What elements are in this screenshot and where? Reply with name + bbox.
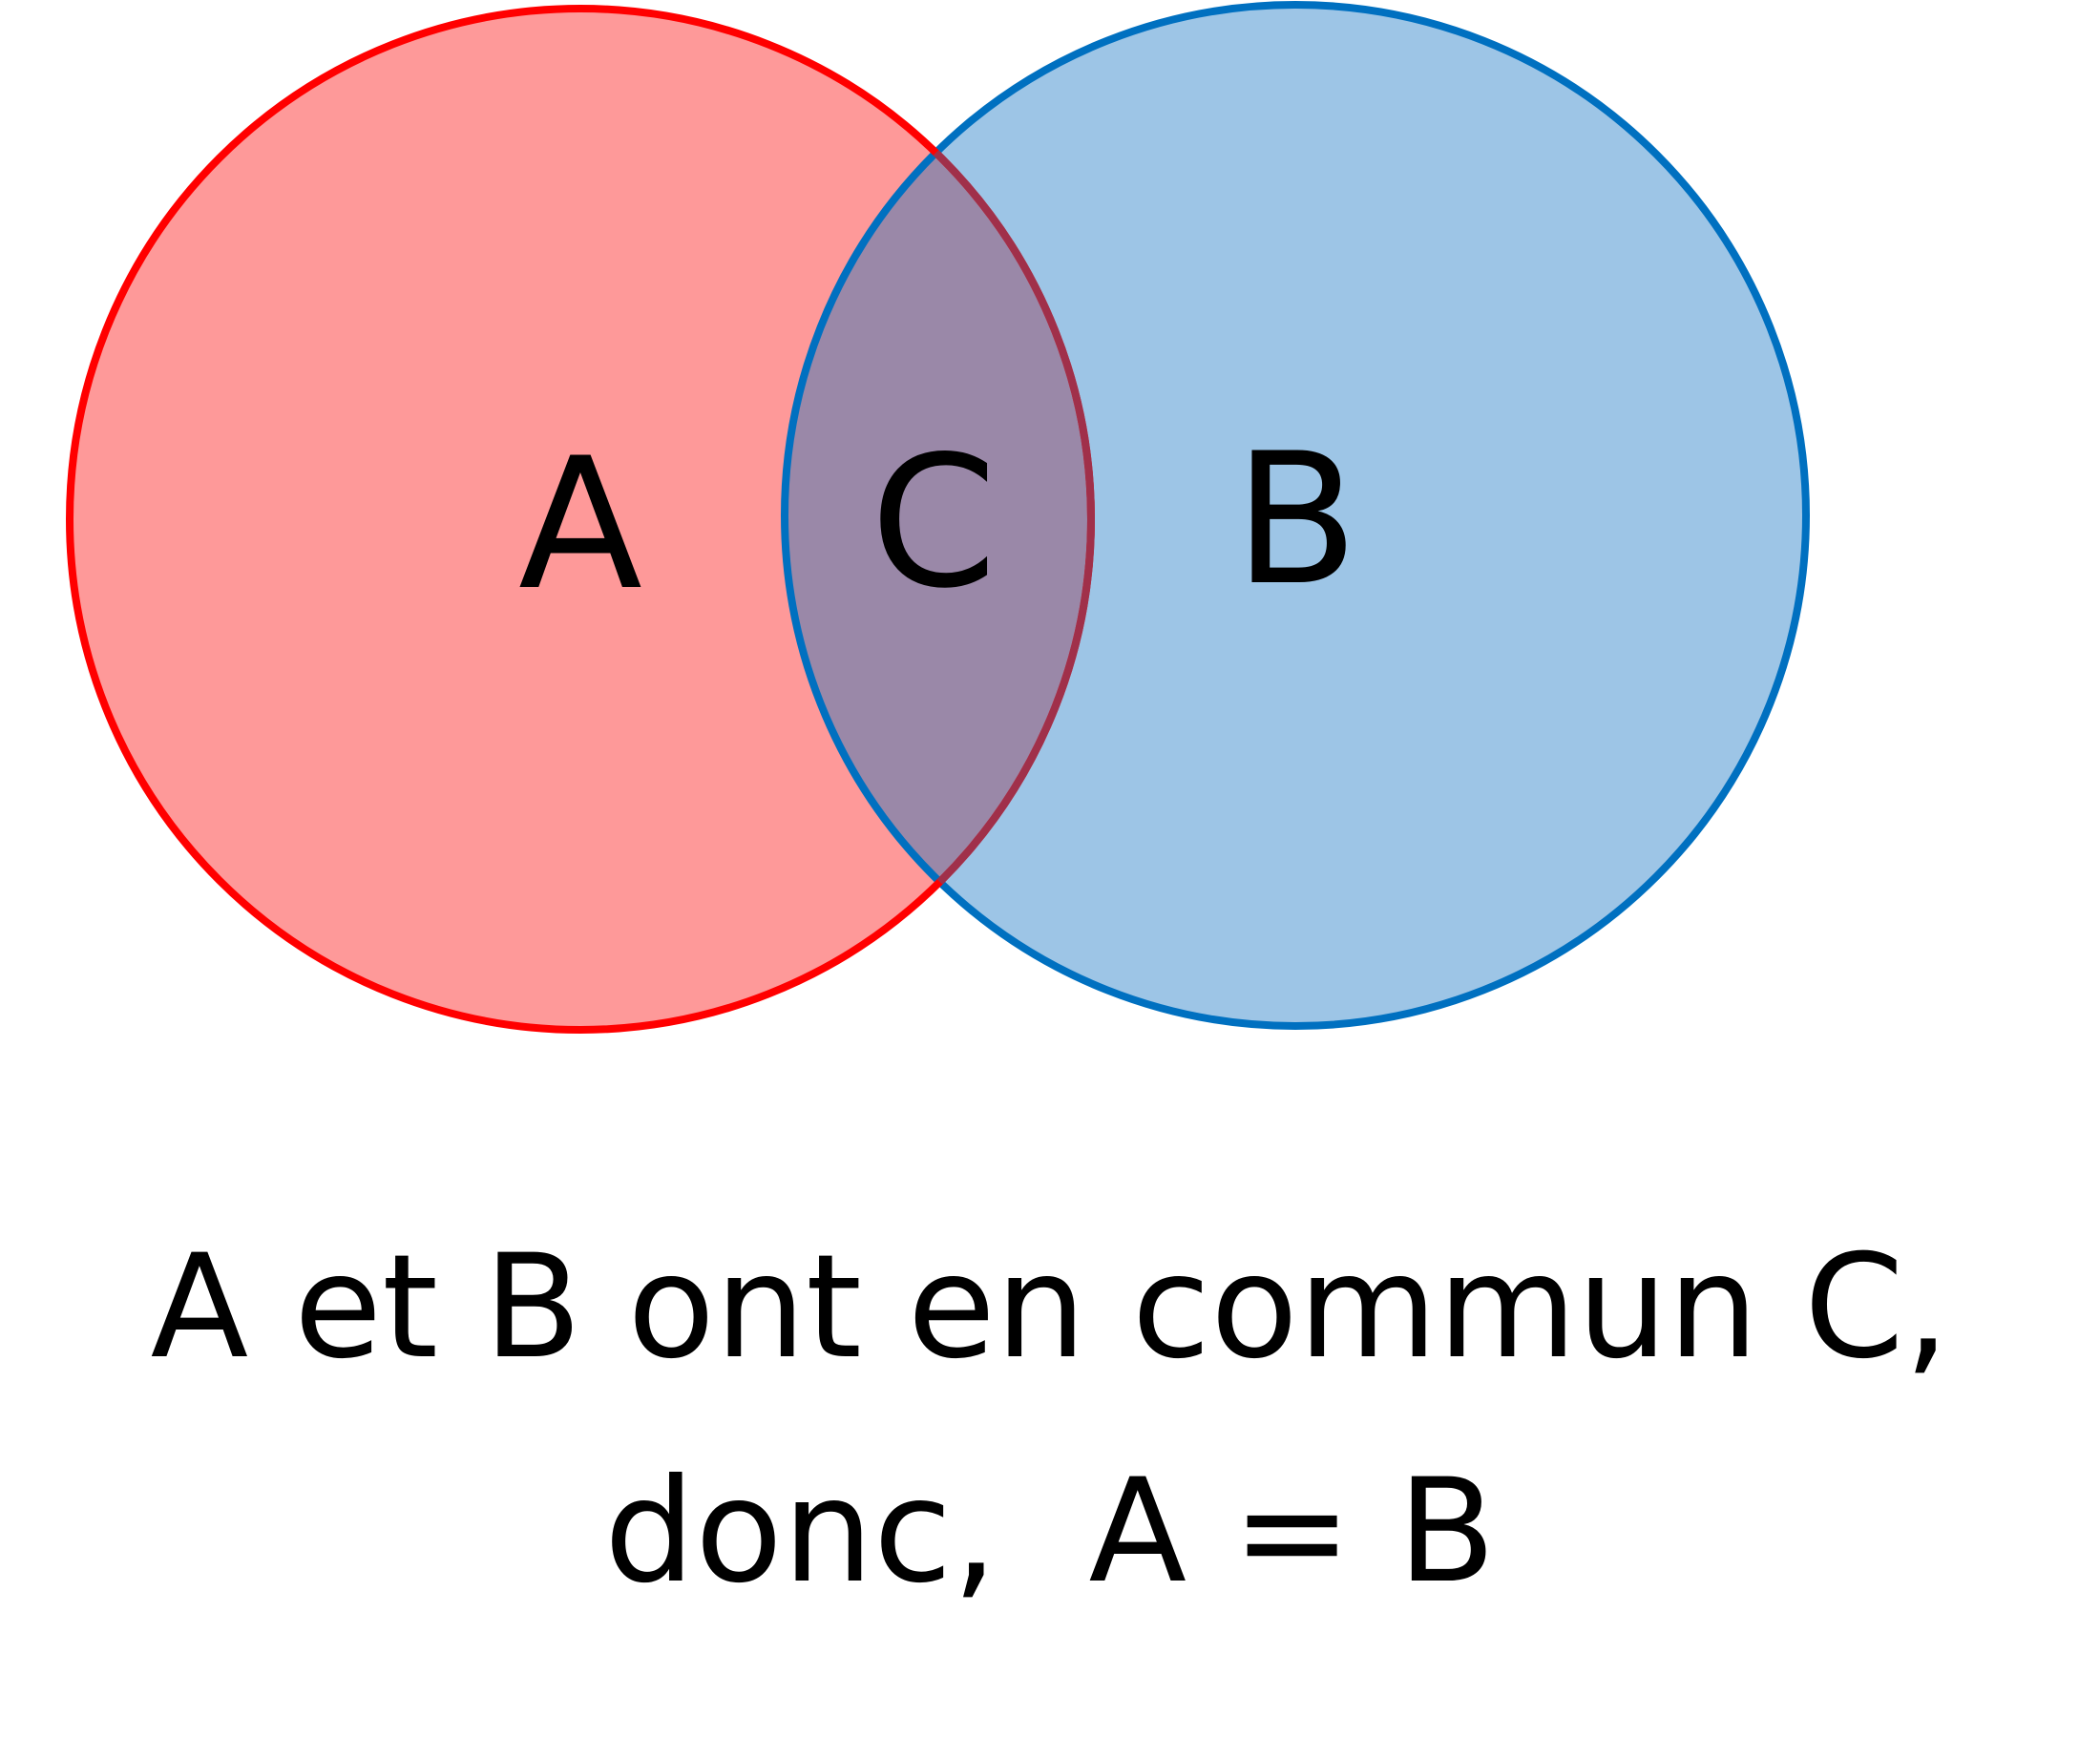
caption-line-1: A et B ont en commun C, [150,1225,1950,1391]
set-a-label: A [518,419,642,630]
intersection-outline [785,5,1095,1026]
set-b-outline [781,1,1810,1030]
caption-line-2: donc, A = B [603,1449,1497,1615]
intersection-label: C [871,417,998,628]
set-b-circle [785,5,1806,1026]
set-a-circle [70,9,1091,1030]
set-b-label: B [1234,414,1358,625]
